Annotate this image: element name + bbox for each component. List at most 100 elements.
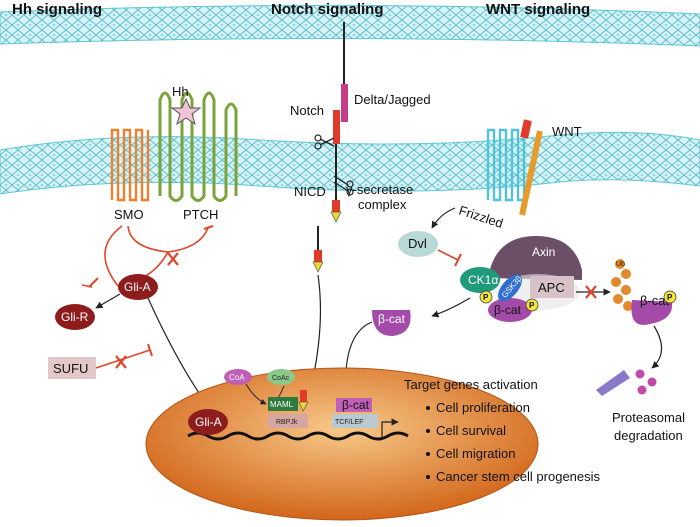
scissors-icon-2 bbox=[333, 175, 354, 196]
target-item-1: Cell proliferation bbox=[436, 400, 530, 415]
nucleus bbox=[145, 367, 539, 521]
coa-arrow-1 bbox=[245, 383, 267, 405]
gamma-secretase-label-2: complex bbox=[358, 197, 407, 212]
maml-label: MAML bbox=[270, 400, 294, 409]
ub-3 bbox=[611, 277, 621, 287]
bcat-ub-label: β-cat bbox=[640, 293, 670, 308]
smo-label: SMO bbox=[114, 207, 144, 222]
coa-label-2: CoAc bbox=[272, 375, 290, 382]
coa-protein-1: CoA bbox=[224, 369, 252, 385]
axin-protein bbox=[488, 236, 582, 280]
ub-4 bbox=[621, 285, 631, 295]
hh-ligand: Hh bbox=[170, 84, 202, 126]
target-list: Cell proliferation Cell survival Cell mi… bbox=[426, 400, 601, 484]
gli-a-nucleus-protein: Gli-A bbox=[188, 409, 228, 435]
p-badge-1-label: P bbox=[483, 293, 489, 302]
hh-ligand-label: Hh bbox=[172, 84, 189, 99]
gli-r-label: Gli-R bbox=[61, 310, 89, 324]
ptch-label: PTCH bbox=[183, 207, 218, 222]
ub-5 bbox=[613, 294, 623, 304]
gamma-secretase-label: γ-secretase bbox=[346, 182, 413, 197]
delta-label: Delta/Jagged bbox=[354, 92, 431, 107]
bcat-free-protein: β-cat bbox=[372, 310, 411, 336]
notch-label: Notch bbox=[290, 103, 324, 118]
transcription-arrow bbox=[381, 418, 399, 438]
notch-receptor: Notch bbox=[290, 103, 340, 200]
degradation-label: degradation bbox=[614, 428, 683, 443]
sufu-label: SUFU bbox=[53, 361, 88, 376]
proteasomal-label: Proteasomal bbox=[612, 410, 685, 425]
header-wnt: WNT signaling bbox=[486, 1, 590, 18]
scissors-icon bbox=[314, 134, 335, 150]
ub-6 bbox=[623, 301, 633, 311]
proteasome-fragments bbox=[596, 369, 657, 396]
wnt-label: WNT bbox=[552, 124, 582, 139]
p-badge-2 bbox=[525, 298, 539, 312]
header-hh: Hh signaling bbox=[12, 1, 102, 18]
target-item-3: Cell migration bbox=[436, 446, 515, 461]
sufu-box: SUFU bbox=[48, 357, 96, 379]
bullet-1 bbox=[426, 406, 430, 410]
bcat-release-arrow bbox=[431, 297, 471, 318]
gli-a-to-nucleus-arrow bbox=[147, 297, 206, 403]
rbpj-protein: RBPJk bbox=[268, 414, 308, 428]
delta-jagged-ligand: Delta/Jagged bbox=[341, 84, 431, 122]
sufu-inhibition bbox=[95, 343, 153, 369]
gli-a-to-gli-r-arrow bbox=[95, 293, 121, 309]
destruction-complex: Axin APC β-cat GSK3β CK1α P P bbox=[460, 236, 582, 322]
ck1-protein bbox=[460, 267, 500, 293]
ptch-receptor bbox=[158, 91, 238, 202]
hh-block-x bbox=[167, 252, 179, 266]
p-badge-3 bbox=[663, 290, 677, 304]
ub-1 bbox=[615, 259, 625, 269]
bcat-nucleus-label: β-cat bbox=[342, 398, 370, 412]
frizzled-to-dvl-arrow bbox=[431, 207, 456, 229]
tcf-lef-protein: TCF/LEF bbox=[332, 414, 378, 428]
nicd-cytoplasm bbox=[312, 226, 324, 273]
ubiquitination-arrow bbox=[576, 285, 611, 299]
bcat-complex-label: β-cat bbox=[494, 303, 522, 317]
outer-membrane bbox=[0, 4, 700, 47]
gli-a-protein: Gli-A bbox=[118, 274, 158, 300]
ubiquitin-chain: Ub bbox=[611, 259, 633, 311]
targets-title: Target genes activation bbox=[404, 377, 538, 392]
p-badge-2-label: P bbox=[529, 301, 535, 310]
degradation-arrow bbox=[651, 325, 663, 369]
fragment-1 bbox=[596, 370, 630, 396]
coa-label-1: CoA bbox=[229, 373, 245, 382]
nicd-fragment: NICD bbox=[294, 184, 342, 223]
smo-receptor bbox=[110, 128, 150, 202]
target-item-2: Cell survival bbox=[436, 423, 506, 438]
target-item-4: Cancer stem cell progenesis bbox=[436, 469, 601, 484]
bcat-ub-protein: β-cat P bbox=[631, 290, 677, 325]
frizzled-label: Frizzled bbox=[457, 203, 505, 231]
fragment-3 bbox=[647, 377, 657, 387]
frizzled-receptor bbox=[486, 128, 526, 202]
apc-protein bbox=[530, 276, 574, 298]
dna-strand bbox=[187, 431, 409, 441]
bcat-complex-protein bbox=[488, 298, 532, 322]
nicd-nucleus bbox=[298, 390, 309, 412]
gli-a-nucleus-label: Gli-A bbox=[195, 415, 222, 429]
dvl-label: Dvl bbox=[408, 236, 427, 251]
bcat-nucleus-protein: β-cat bbox=[336, 398, 372, 412]
gli-r-protein: Gli-R bbox=[55, 304, 95, 330]
bullet-4 bbox=[426, 475, 430, 479]
dvl-protein: Dvl bbox=[398, 231, 438, 257]
wnt-ligand: WNT bbox=[520, 119, 582, 139]
fragment-4 bbox=[637, 385, 647, 395]
ub-2 bbox=[621, 269, 631, 279]
rbpj-label: RBPJk bbox=[276, 419, 298, 426]
ck1-label: CK1α bbox=[468, 273, 498, 287]
dvl-inhibition bbox=[437, 249, 462, 267]
maml-protein: MAML bbox=[268, 397, 298, 411]
nicd-label: NICD bbox=[294, 184, 326, 199]
fragment-2 bbox=[635, 369, 645, 379]
bullet-3 bbox=[426, 452, 430, 456]
gli-a-label: Gli-A bbox=[124, 280, 151, 294]
axin-label: Axin bbox=[532, 245, 555, 259]
p-badge-1 bbox=[479, 290, 493, 304]
bcat-free-label: β-cat bbox=[378, 312, 406, 326]
p-badge-3-label: P bbox=[667, 293, 673, 302]
